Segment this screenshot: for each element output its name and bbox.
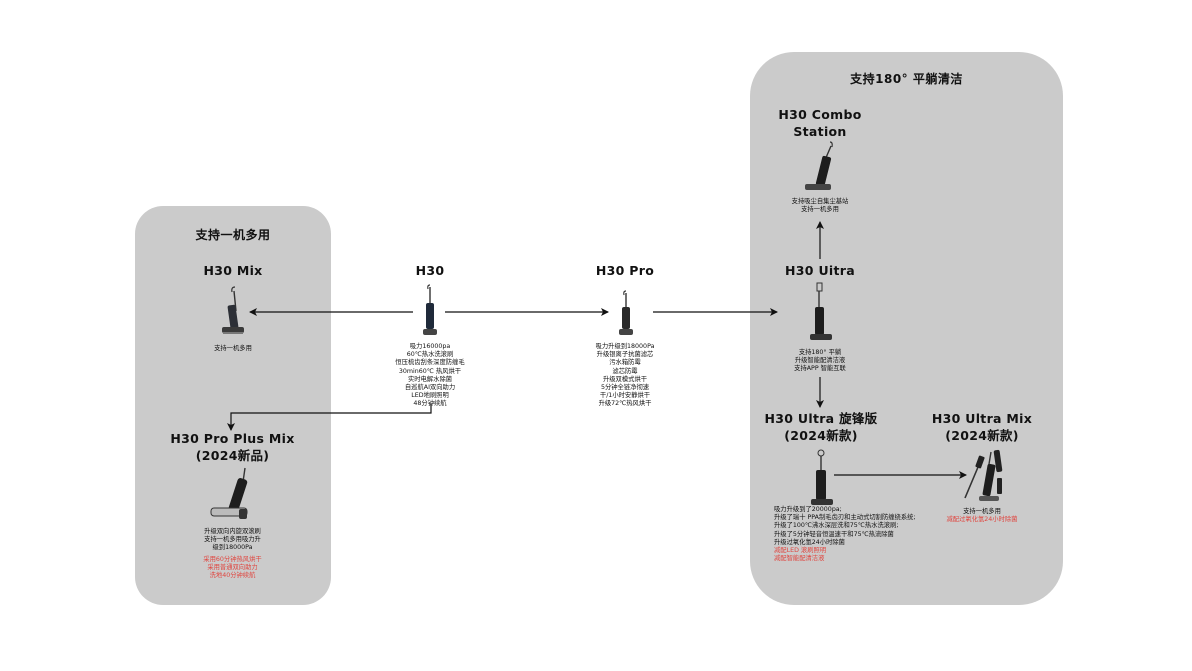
feature-text: 升级双向内旋双滚刷 bbox=[204, 528, 261, 535]
node-title: H30 Ultra 旋锋版 bbox=[764, 411, 878, 426]
feature-text: 升级双模式烘干 bbox=[602, 375, 648, 383]
node-features: 升级双向内旋双滚刷 支持一机多用吸力升 级到18000Pa 采用60分钟热风烘干… bbox=[160, 528, 305, 580]
node-features: 支持一机多用 减配过氧化氢24小时除菌 bbox=[920, 508, 1044, 524]
feature-text: 吸力升级到18000Pa bbox=[595, 343, 655, 350]
feature-text: 60℃热水洗滚刷 bbox=[406, 351, 454, 359]
feature-text: 5分钟全链净彻速 bbox=[600, 384, 650, 392]
group-flat-cleaning: 支持180° 平躺清洁 bbox=[750, 52, 1063, 605]
node-h30-ultra: H30 Uitra 支持180° 平躺 升级智能配清洁液 支持APP 智能互联 bbox=[770, 262, 870, 374]
node-subtitle: (2024新款) bbox=[945, 428, 1019, 443]
highlight-text: 减配LED 滚刷照明 bbox=[774, 547, 827, 555]
feature-text: 吸力16000pa bbox=[409, 343, 451, 350]
feature-text: 升级银离子抗菌滤芯 bbox=[596, 351, 654, 359]
node-title: H30 bbox=[415, 263, 445, 278]
node-title: H30 Pro Plus Mix bbox=[170, 431, 295, 446]
node-features: 支持180° 平躺 升级智能配清洁液 支持APP 智能互联 bbox=[770, 349, 870, 374]
node-subtitle: Station bbox=[793, 124, 847, 139]
feature-text: 支持180° 平躺 bbox=[798, 349, 842, 356]
feature-text: 支持一机多用吸力升 bbox=[204, 536, 261, 544]
node-title: H30 Uitra bbox=[785, 263, 855, 278]
feature-text: 支持吸尘自集尘基站 bbox=[791, 198, 849, 205]
node-h30-ultra-xuanfeng: H30 Ultra 旋锋版 (2024新款) bbox=[762, 410, 880, 514]
node-h30-pro: H30 Pro 吸力升级到18000Pa 升级银离子抗菌滤芯 污水箱防霉 滤芯防… bbox=[575, 262, 675, 409]
feature-text: 实时电解水除菌 bbox=[407, 375, 453, 383]
node-features: 支持吸尘自集尘基站 支持一机多用 bbox=[770, 198, 870, 214]
feature-text: 30min60℃ 热风烘干 bbox=[398, 367, 462, 375]
highlight-text: 减配过氧化氢24小时除菌 bbox=[946, 516, 1018, 524]
highlight-text: 洗地40分钟续航 bbox=[209, 572, 256, 580]
node-features: 吸力升级到了20000pa; 升级了瑞十 PPA制毛齿刃和主动式切割防缠绕系统;… bbox=[774, 506, 916, 563]
feature-text: 支持一机多用 bbox=[214, 345, 252, 352]
node-subtitle: (2024新品) bbox=[195, 448, 270, 463]
node-features: 支持一机多用 bbox=[183, 345, 283, 353]
highlight-text: 减配智能配清洁液 bbox=[774, 555, 825, 563]
feature-text: 自巡航AI双向助力 bbox=[404, 384, 456, 392]
vacuum-h30-image bbox=[423, 284, 437, 335]
feature-text: 支持一机多用 bbox=[801, 206, 839, 214]
feature-text: 级到18000Pa bbox=[212, 544, 253, 552]
feature-text: 支持APP 智能互联 bbox=[794, 365, 846, 373]
feature-text: 吸力升级到了20000pa; bbox=[774, 506, 842, 513]
feature-text: 干/1小时安静烘干 bbox=[599, 392, 651, 400]
group-title-flat-cleaning: 支持180° 平躺清洁 bbox=[850, 72, 963, 86]
node-title: H30 Mix bbox=[203, 263, 263, 278]
vacuum-h30-pro-image bbox=[619, 290, 633, 335]
node-title: H30 Pro bbox=[595, 263, 655, 278]
node-title: H30 Combo bbox=[778, 107, 862, 122]
vacuum-ultra-xuanfeng-image bbox=[811, 449, 833, 505]
feature-text: LED地刷照明 bbox=[411, 392, 449, 400]
feature-text: 升级了瑞十 PPA制毛齿刃和主动式切割防缠绕系统; bbox=[774, 514, 916, 522]
feature-text: 支持一机多用 bbox=[963, 508, 1001, 515]
vacuum-pro-plus-mix-image bbox=[210, 467, 247, 519]
group-title-multi-use: 支持一机多用 bbox=[195, 228, 271, 242]
highlight-text: 采用60分钟热风烘干 bbox=[203, 555, 262, 563]
node-h30-ultra-mix: H30 Ultra Mix (2024新款) 支持一机多用 减配过氧化氢24小时… bbox=[920, 410, 1044, 524]
node-h30: H30 吸力16000pa 60℃热水洗滚刷 恒压梳齿刮条深度防缠毛 30min… bbox=[378, 262, 482, 409]
node-features: 吸力16000pa 60℃热水洗滚刷 恒压梳齿刮条深度防缠毛 30min60℃ … bbox=[378, 343, 482, 409]
feature-text: 升级智能配清洁液 bbox=[794, 357, 846, 365]
node-h30-pro-plus-mix: H30 Pro Plus Mix (2024新品) 升级双向内旋双滚刷 支持一机… bbox=[160, 430, 305, 580]
feature-text: 升级了5分钟轻音恒温速干和75℃热流除菌 bbox=[774, 530, 894, 538]
node-title: H30 Ultra Mix bbox=[931, 411, 1033, 426]
feature-text: 恒压梳齿刮条深度防缠毛 bbox=[395, 359, 465, 367]
node-h30-ultra-xuanfeng-features: 吸力升级到了20000pa; 升级了瑞十 PPA制毛齿刃和主动式切割防缠绕系统;… bbox=[774, 506, 916, 563]
node-h30-mix: H30 Mix 支持一机多用 bbox=[183, 262, 283, 353]
vacuum-ultra-image bbox=[810, 282, 832, 340]
feature-text: 升级72℃热风烘干 bbox=[598, 400, 652, 408]
feature-text: 升级了100℃沸水深层洗和75℃热水洗滚刷; bbox=[774, 522, 899, 530]
node-h30-combo-station: H30 Combo Station 支持吸尘自集尘基站 支持一机多用 bbox=[770, 106, 870, 214]
highlight-text: 采用普通双向助力 bbox=[207, 563, 258, 571]
feature-text: 滤芯防霉 bbox=[612, 367, 638, 375]
node-subtitle: (2024新款) bbox=[784, 428, 858, 443]
feature-text: 升级过氧化氢24小时除菌 bbox=[774, 538, 845, 546]
vacuum-ultra-mix-image bbox=[964, 449, 1003, 501]
node-features: 吸力升级到18000Pa 升级银离子抗菌滤芯 污水箱防霉 滤芯防霉 升级双模式烘… bbox=[575, 343, 675, 409]
vacuum-combo-station-image bbox=[805, 141, 833, 190]
feature-text: 48分钟续航 bbox=[413, 400, 447, 408]
feature-text: 污水箱防霉 bbox=[609, 359, 641, 367]
vacuum-mix-image bbox=[222, 286, 244, 334]
